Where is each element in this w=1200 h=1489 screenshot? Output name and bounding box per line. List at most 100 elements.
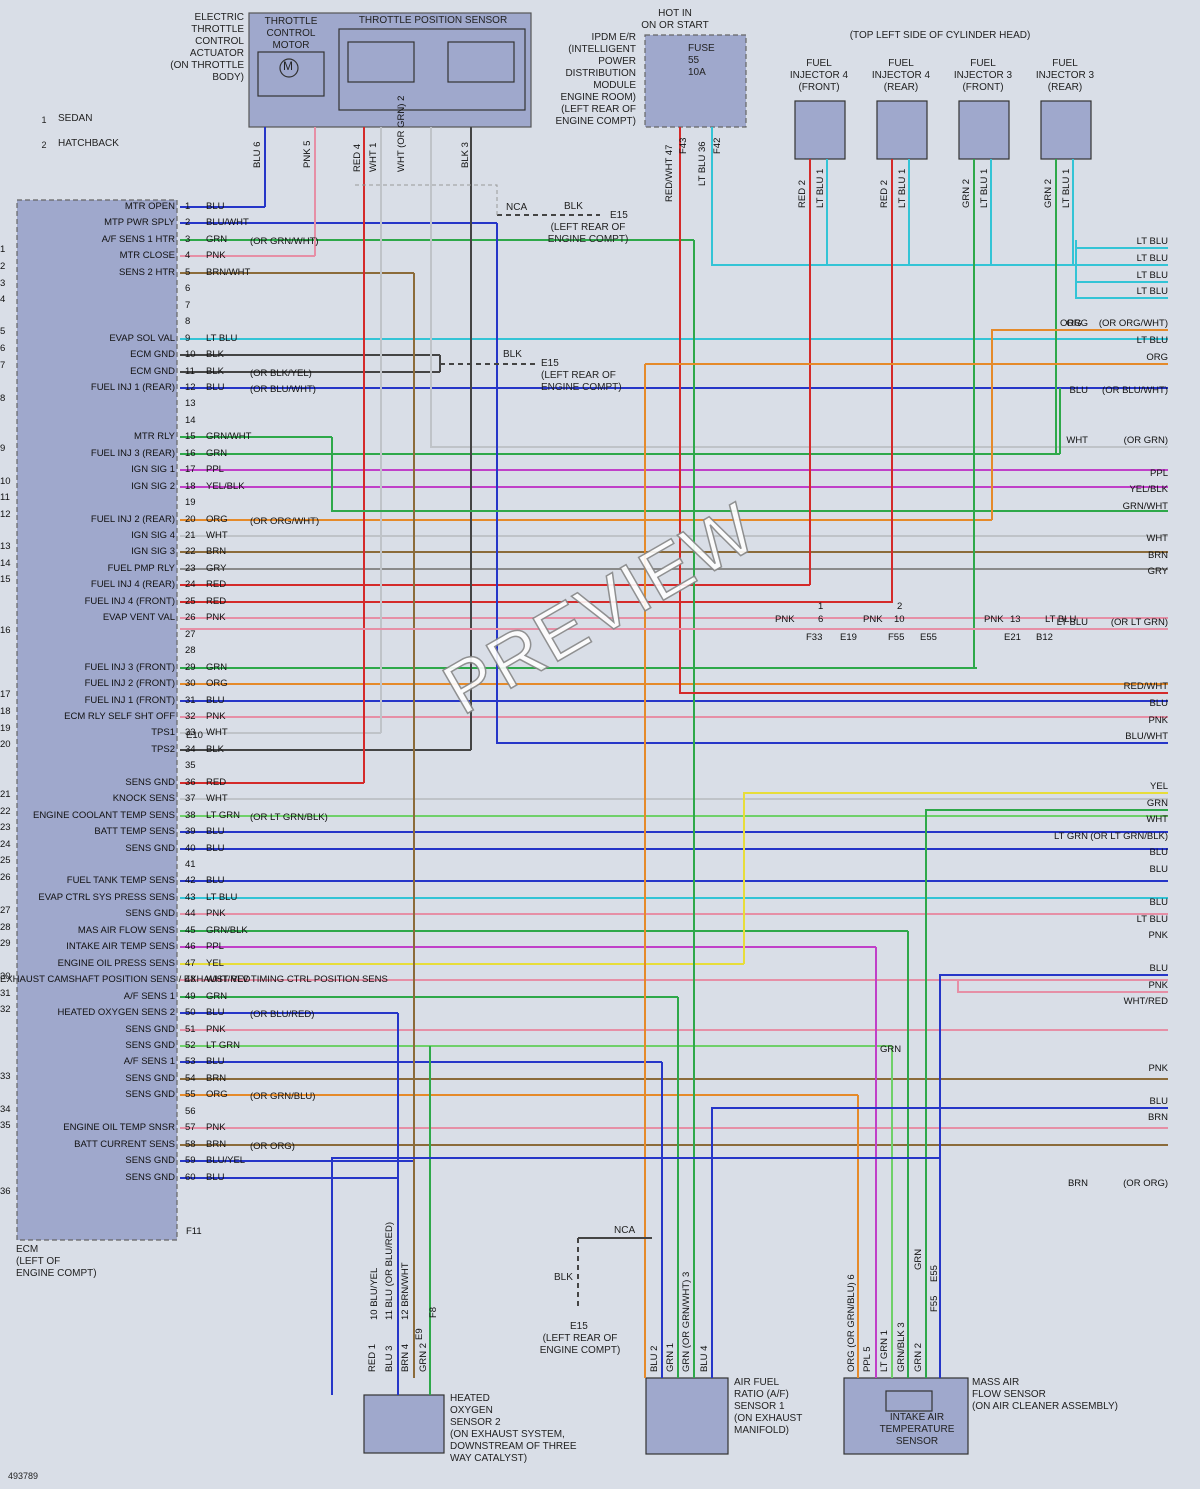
ecm-pin-wire-54: BRN: [206, 1073, 227, 1084]
ecm-pin-func-26: EVAP VENT VAL: [102, 612, 175, 623]
ecm-pin-wire-1: BLU: [206, 201, 225, 212]
wire-org-5: [991, 329, 1168, 520]
right-num-19: 19: [0, 723, 11, 734]
ecm-pin-func-55: SENS GND: [125, 1089, 175, 1100]
right-num-1: 1: [0, 244, 6, 255]
ecm-pin-wire-52: LT GRN: [206, 1040, 240, 1051]
ecm-pin-num-27: 27: [185, 629, 196, 640]
top-wire-label-1: PNK 5: [302, 140, 313, 168]
connector-label-5: E55: [920, 632, 937, 643]
ecm-pin-func-9: EVAP SOL VAL: [109, 333, 175, 344]
ecm-pin-num-23: 23: [185, 563, 196, 574]
mid-pnk-16a: PNK: [775, 614, 795, 625]
ecm-pin-func-3: A/F SENS 1 HTR: [101, 234, 175, 245]
injector-3-front-label: FUEL INJECTOR 3 (FRONT): [953, 58, 1013, 93]
ecm-pin-num-14: 14: [185, 415, 196, 426]
right-wire-15: GRY: [1147, 566, 1168, 577]
ecm-pin-func-50: HEATED OXYGEN SENS 2: [57, 1007, 175, 1018]
maf-top-label: GRN: [913, 1248, 924, 1270]
connector-e9: E9: [414, 1328, 425, 1340]
ecm-pin-num-16: 16: [185, 448, 196, 459]
ecm-pin-wire-4: PNK: [206, 250, 226, 261]
right-num-7: 7: [0, 360, 6, 371]
ecm-pin-num-12: 12: [185, 382, 196, 393]
ecm-pin-func-60: SENS GND: [125, 1172, 175, 1183]
hot-in-label: HOT IN ON OR START: [641, 8, 709, 31]
ecm-pin-num-46: 46: [185, 941, 196, 952]
ecm-pin-func-43: EVAP CTRL SYS PRESS SENS: [38, 892, 175, 903]
ho2-top-label-1: 11 BLU (OR BLU/RED): [384, 1221, 395, 1320]
top-wire-label-2: RED 4: [352, 144, 363, 172]
ecm-pin-func-37: KNOCK SENS: [112, 793, 175, 804]
right-num-2: 2: [0, 261, 6, 272]
ecm-pin-wire-32: PNK: [206, 711, 226, 722]
ecm-pin-func-39: BATT TEMP SENS: [94, 826, 175, 837]
right-wire-21: YEL: [1150, 781, 1168, 792]
right-num-35: 35: [0, 1120, 11, 1131]
right-num-24: 24: [0, 839, 11, 850]
ecm-pin-num-48: 48: [185, 974, 196, 985]
doc-id: 493789: [8, 1471, 39, 1481]
wire-ipdm-ltblu: [711, 127, 1076, 266]
ecm-pin-alt-12: (OR BLU/WHT): [250, 384, 316, 395]
ground1-color: BLK: [564, 201, 583, 212]
ecm-pin-num-3: 3: [185, 234, 191, 245]
ecm-pin-num-41: 41: [185, 859, 196, 870]
ground2-location: (LEFT REAR OF ENGINE COMPT): [541, 370, 622, 393]
iat-box: [885, 1390, 933, 1412]
ecm-pin-wire-2: BLU/WHT: [206, 217, 249, 228]
injector-box-1: [794, 100, 846, 160]
right-num-3: 3: [0, 278, 6, 289]
right-wire-23: WHT: [1146, 814, 1168, 825]
ecm-pin-alt-58: (OR ORG): [250, 1141, 295, 1152]
right-wire-27: BLU: [1149, 897, 1168, 908]
mid-n13: 13: [1010, 614, 1021, 625]
throttle-actuator-label: ELECTRIC THROTTLE CONTROL ACTUATOR (ON T…: [170, 12, 244, 83]
ecm-pin-func-52: SENS GND: [125, 1040, 175, 1051]
right-num-20: 20: [0, 739, 11, 750]
right-wire-28: LT BLU: [1136, 914, 1168, 925]
ecm-pin-num-9: 9: [185, 333, 191, 344]
ecm-pin-func-15: MTR RLY: [134, 431, 175, 442]
ecm-box: [16, 199, 178, 1241]
ground3-color: BLK: [554, 1272, 573, 1283]
ecm-pin-num-21: 21: [185, 530, 196, 541]
ecm-pin-num-59: 59: [185, 1155, 196, 1166]
injector-wire-label-1: LT BLU 1: [815, 168, 826, 208]
top-wire-label-0: BLU 6: [252, 141, 263, 168]
ecm-pin-wire-36: RED: [206, 777, 227, 788]
maf-wire-label-1: PPL 5: [862, 1346, 873, 1372]
ecm-pin-func-44: SENS GND: [125, 908, 175, 919]
wire-grn-wht: [331, 437, 1168, 512]
right-wire-36: BRN: [1067, 1178, 1088, 1189]
ecm-pin-wire-18: YEL/BLK: [206, 481, 245, 492]
ecm-pin-wire-48: WHT/RED: [206, 974, 251, 985]
ecm-pin-alt-20: (OR ORG/WHT): [250, 516, 320, 527]
ecm-pin-func-49: A/F SENS 1: [123, 991, 175, 1002]
ecm-pin-wire-45: GRN/BLK: [206, 925, 248, 936]
ecm-pin-func-22: IGN SIG 3: [131, 546, 175, 557]
af-sensor-box: [645, 1377, 729, 1455]
ground3-id: E15: [570, 1321, 588, 1332]
ecm-pin-wire-43: LT BLU: [206, 892, 238, 903]
legend-label-sedan: SEDAN: [58, 113, 93, 124]
ecm-pin-func-45: MAS AIR FLOW SENS: [77, 925, 175, 936]
right-num-12: 12: [0, 509, 11, 520]
right-wire-17: RED/WHT: [1123, 681, 1168, 692]
top-wire-label-4: WHT (OR GRN) 2: [396, 95, 407, 172]
ecm-pin-wire-33: WHT: [206, 727, 228, 738]
ecm-pin-func-46: INTAKE AIR TEMP SENS: [66, 941, 175, 952]
right-num-21: 21: [0, 789, 11, 800]
right-num-22: 22: [0, 806, 11, 817]
ground3-location: (LEFT REAR OF ENGINE COMPT): [539, 1333, 621, 1356]
right-wire-1: LT BLU: [1136, 236, 1168, 247]
connector-label-0: E10: [186, 730, 203, 741]
ecm-pin-num-34: 34: [185, 744, 196, 755]
right-num-5: 5: [0, 326, 6, 337]
ecm-pin-wire-11: BLK: [206, 366, 224, 377]
maf-wire-label-4: GRN 2: [913, 1342, 924, 1372]
iat-sensor-label: INTAKE AIR TEMPERATURE SENSOR: [879, 1412, 955, 1447]
right-wire-31: PNK: [1148, 980, 1168, 991]
mid-ltblu-16: LT BLU: [1045, 614, 1077, 625]
ecm-pin-num-24: 24: [185, 579, 196, 590]
